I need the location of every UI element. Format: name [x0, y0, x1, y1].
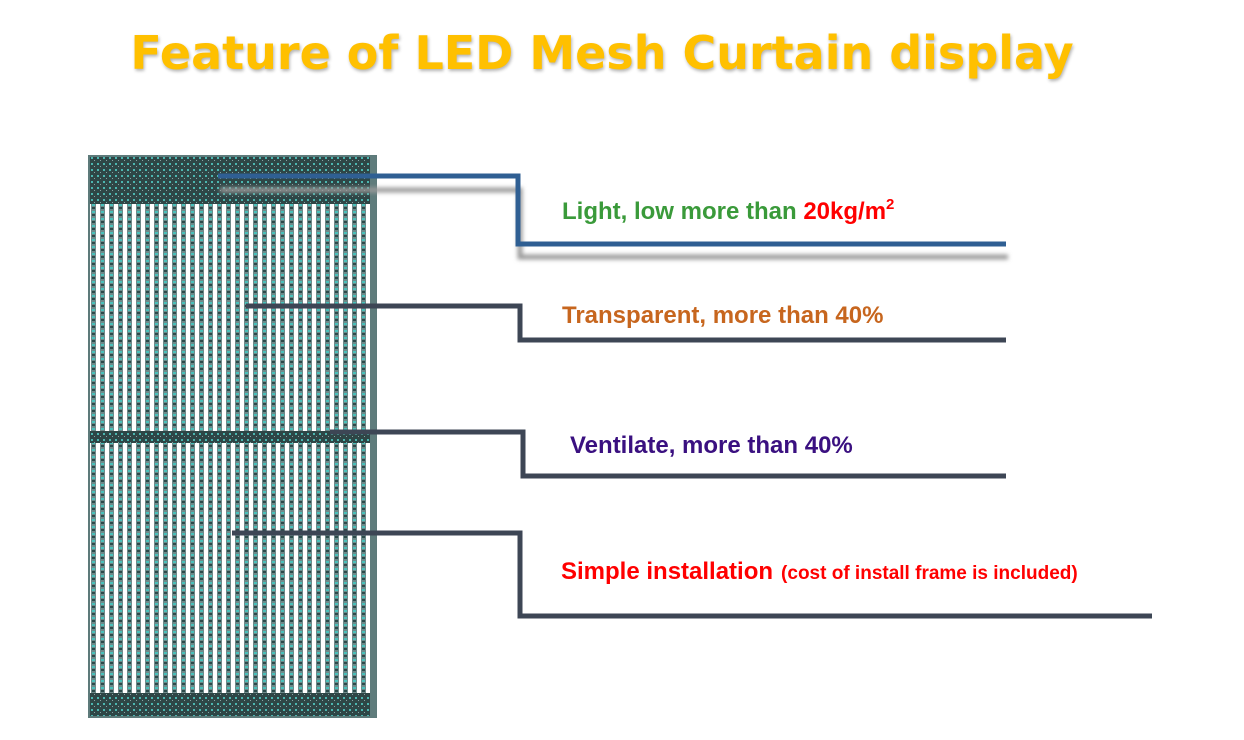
page-title: Feature of LED Mesh Curtain display [130, 26, 1074, 80]
feature-weight: Light, low more than 20kg/m2 [562, 196, 895, 226]
feature-ventilate-text: Ventilate, more than 40% [570, 432, 853, 459]
panel-right-edge [370, 156, 376, 717]
panel-top-bar [89, 156, 376, 204]
panel-bottom-bar [89, 693, 376, 717]
feature-weight-superscript: 2 [886, 196, 895, 213]
feature-ventilate: Ventilate, more than 40% [570, 432, 853, 460]
feature-install-text: Simple installation [561, 558, 774, 585]
feature-install: Simple installation (cost of install fram… [561, 558, 1078, 586]
feature-transparent-text: Transparent, more than 40% [562, 302, 884, 329]
panel-middle-bar [89, 431, 376, 443]
leader-line-transparent [246, 303, 1006, 343]
led-mesh-panel [88, 155, 377, 718]
feature-install-note: (cost of install frame is included) [781, 563, 1078, 584]
leader-line-install [232, 530, 1152, 619]
feature-weight-text: Light, low more than [562, 198, 804, 225]
leader-line-ventilate [330, 429, 1006, 479]
feature-weight-highlight: 20kg/m [803, 198, 887, 225]
leader-line-weight [218, 173, 1008, 260]
feature-transparent: Transparent, more than 40% [562, 302, 883, 330]
